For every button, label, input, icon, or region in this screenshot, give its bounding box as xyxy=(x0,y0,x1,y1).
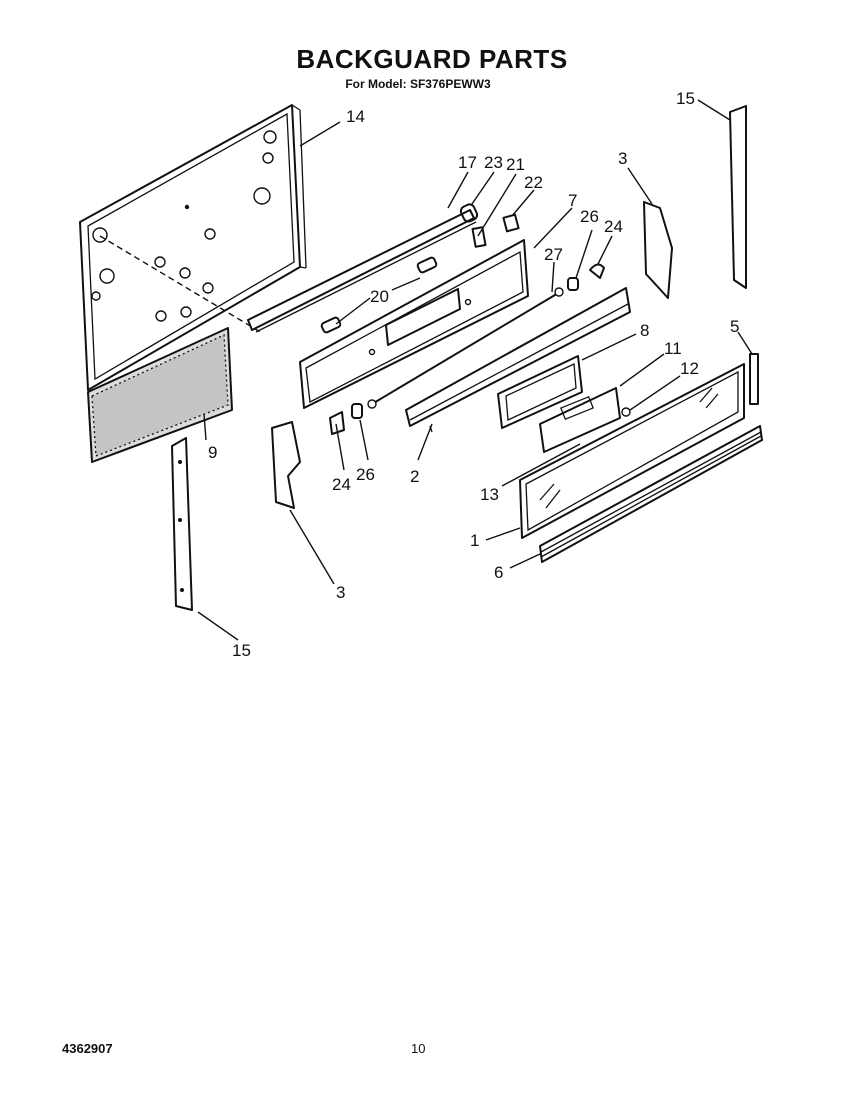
part-5-side-strip xyxy=(749,353,759,405)
part-8-window-frame xyxy=(497,355,583,429)
callout-3b: 3 xyxy=(336,583,345,602)
part-9-insulation xyxy=(87,327,233,463)
callout-13: 13 xyxy=(480,485,499,504)
callout-26: 26 xyxy=(580,207,599,226)
callout-labels: 14 17 23 21 22 7 26 24 3 15 20 27 8 11 1… xyxy=(208,89,739,660)
page-title: BACKGUARD PARTS xyxy=(296,44,568,74)
part-14-backguard-panel xyxy=(79,104,307,391)
part-24-part-26-clips xyxy=(329,263,605,435)
callout-20: 20 xyxy=(370,287,389,306)
part-27-rod xyxy=(367,287,564,409)
callout-5: 5 xyxy=(730,317,739,336)
callout-17: 17 xyxy=(458,153,477,172)
part-6-bottom-trim xyxy=(539,425,763,563)
callout-27: 27 xyxy=(544,245,563,264)
part-3-end-cap-left xyxy=(271,421,301,509)
callout-1: 1 xyxy=(470,531,479,550)
callout-26b: 26 xyxy=(356,465,375,484)
part-11-window-gasket xyxy=(539,387,621,453)
part-17-bracket xyxy=(247,209,477,333)
part-1-glass-panel xyxy=(519,363,745,539)
callout-15b: 15 xyxy=(232,641,251,660)
callout-12: 12 xyxy=(680,359,699,378)
part-3-end-cap-right xyxy=(643,201,673,299)
part-15-bracket-left xyxy=(171,437,193,611)
part-7-control-panel xyxy=(299,239,529,409)
callout-leaders xyxy=(197,99,753,641)
document-number: 4362907 xyxy=(62,1041,113,1056)
model-line: For Model: SF376PEWW3 xyxy=(345,77,491,91)
callout-7: 7 xyxy=(568,191,577,210)
callout-8: 8 xyxy=(640,321,649,340)
callout-14: 14 xyxy=(346,107,365,126)
callout-2: 2 xyxy=(410,467,419,486)
callout-24: 24 xyxy=(604,217,623,236)
page-number: 10 xyxy=(411,1041,426,1056)
part-23-part-21-part-22 xyxy=(459,203,520,248)
callout-23: 23 xyxy=(484,153,503,172)
callout-6: 6 xyxy=(494,563,503,582)
callout-11: 11 xyxy=(664,339,682,358)
callout-15: 15 xyxy=(676,89,695,108)
part-12-screw xyxy=(621,407,631,417)
callout-24b: 24 xyxy=(332,475,351,494)
part-15-bracket-right xyxy=(729,105,747,289)
model-subtitle: For Model: SF376PEWW3 xyxy=(0,77,864,91)
callout-9: 9 xyxy=(208,443,217,462)
callout-21: 21 xyxy=(506,155,525,174)
callout-22: 22 xyxy=(524,173,543,192)
part-2-trim xyxy=(405,287,631,433)
callout-3: 3 xyxy=(618,149,627,168)
